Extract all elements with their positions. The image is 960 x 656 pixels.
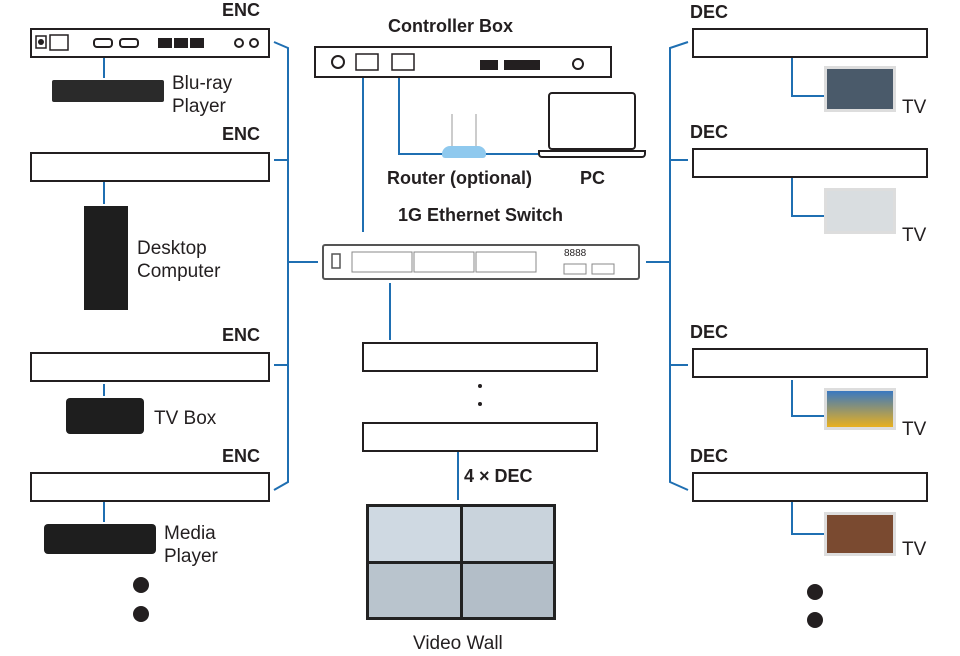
video-wall-label: Video Wall <box>413 633 503 654</box>
switch-led-display: 8888 <box>564 248 587 259</box>
ellipsis-dot <box>133 606 149 622</box>
laptop-screen <box>548 92 636 150</box>
dec-label-3: DEC <box>690 322 729 342</box>
ellipsis-dot <box>133 577 149 593</box>
bluray-player-icon <box>52 80 164 102</box>
router-antenna <box>451 114 453 146</box>
dec-label-2: DEC <box>690 122 729 142</box>
dec-bus-line <box>669 41 689 491</box>
desktop-computer-icon <box>84 206 128 310</box>
tv-screen-icon <box>824 188 896 234</box>
tv-label-3: TV <box>902 419 927 440</box>
decoder-device-3[interactable] <box>692 348 928 378</box>
switch-ports <box>331 251 615 275</box>
ethernet-switch[interactable]: 8888 <box>322 244 640 280</box>
enc-label-1: ENC <box>222 0 261 20</box>
pc-label: PC <box>580 168 606 188</box>
encoder-device-4[interactable] <box>30 472 270 502</box>
router-label: Router (optional) <box>387 168 532 188</box>
encoder-device-1[interactable] <box>30 28 270 58</box>
wall-decoder-device-1[interactable] <box>362 342 598 372</box>
video-wall <box>366 504 556 620</box>
media-player-icon <box>44 524 156 554</box>
source-label-line: Desktop <box>137 238 207 259</box>
video-wall-screen <box>369 507 460 561</box>
dec-label-4: DEC <box>690 446 729 466</box>
source-label-line: Media <box>164 523 216 544</box>
encoder-device-2[interactable] <box>30 152 270 182</box>
ellipsis-dot <box>807 612 823 628</box>
source-label-line: Blu-ray <box>172 73 233 94</box>
dec-label-1: DEC <box>690 2 729 22</box>
source-label-line: Computer <box>137 261 221 282</box>
source-label-line: Player <box>164 546 218 567</box>
tv-box-icon <box>66 398 144 434</box>
switch-title: 1G Ethernet Switch <box>398 205 564 225</box>
source-label-line: Player <box>172 96 226 117</box>
source-label-3: TV Box <box>154 408 217 429</box>
ellipsis-dot <box>478 384 482 388</box>
enc-label-3: ENC <box>222 325 261 345</box>
wall-decoder-device-2[interactable] <box>362 422 598 452</box>
ellipsis-dot <box>807 584 823 600</box>
controller-box-device[interactable] <box>314 46 612 78</box>
tv-screen-icon <box>824 388 896 430</box>
router-icon <box>442 146 486 158</box>
decoder-device-2[interactable] <box>692 148 928 178</box>
controller-ports <box>331 53 584 71</box>
tv-label-1: TV <box>902 97 927 118</box>
decoder-device-1[interactable] <box>692 28 928 58</box>
controller-to-router-line <box>398 78 445 155</box>
tv-label-2: TV <box>902 225 927 246</box>
video-wall-screen <box>462 507 553 561</box>
ellipsis-dot <box>478 402 482 406</box>
laptop-base <box>538 150 646 158</box>
source-label-4: Media Player <box>164 522 218 568</box>
tv-screen-icon <box>824 512 896 556</box>
enc-label-2: ENC <box>222 124 261 144</box>
video-wall-screen <box>369 563 460 617</box>
enc-label-4: ENC <box>222 446 261 466</box>
source-label-1: Blu-ray Player <box>172 72 232 118</box>
source-label-2: Desktop Computer <box>137 237 220 283</box>
tv-screen-icon <box>824 66 896 112</box>
controller-title: Controller Box <box>388 16 514 36</box>
decoder-device-4[interactable] <box>692 472 928 502</box>
video-wall-screen <box>462 563 553 617</box>
wall-dec-label: 4 × DEC <box>464 466 533 486</box>
router-antenna <box>475 114 477 146</box>
tv-label-4: TV <box>902 539 927 560</box>
encoder-device-3[interactable] <box>30 352 270 382</box>
enc-bus-line <box>273 41 289 491</box>
encoder-ports <box>35 34 259 51</box>
